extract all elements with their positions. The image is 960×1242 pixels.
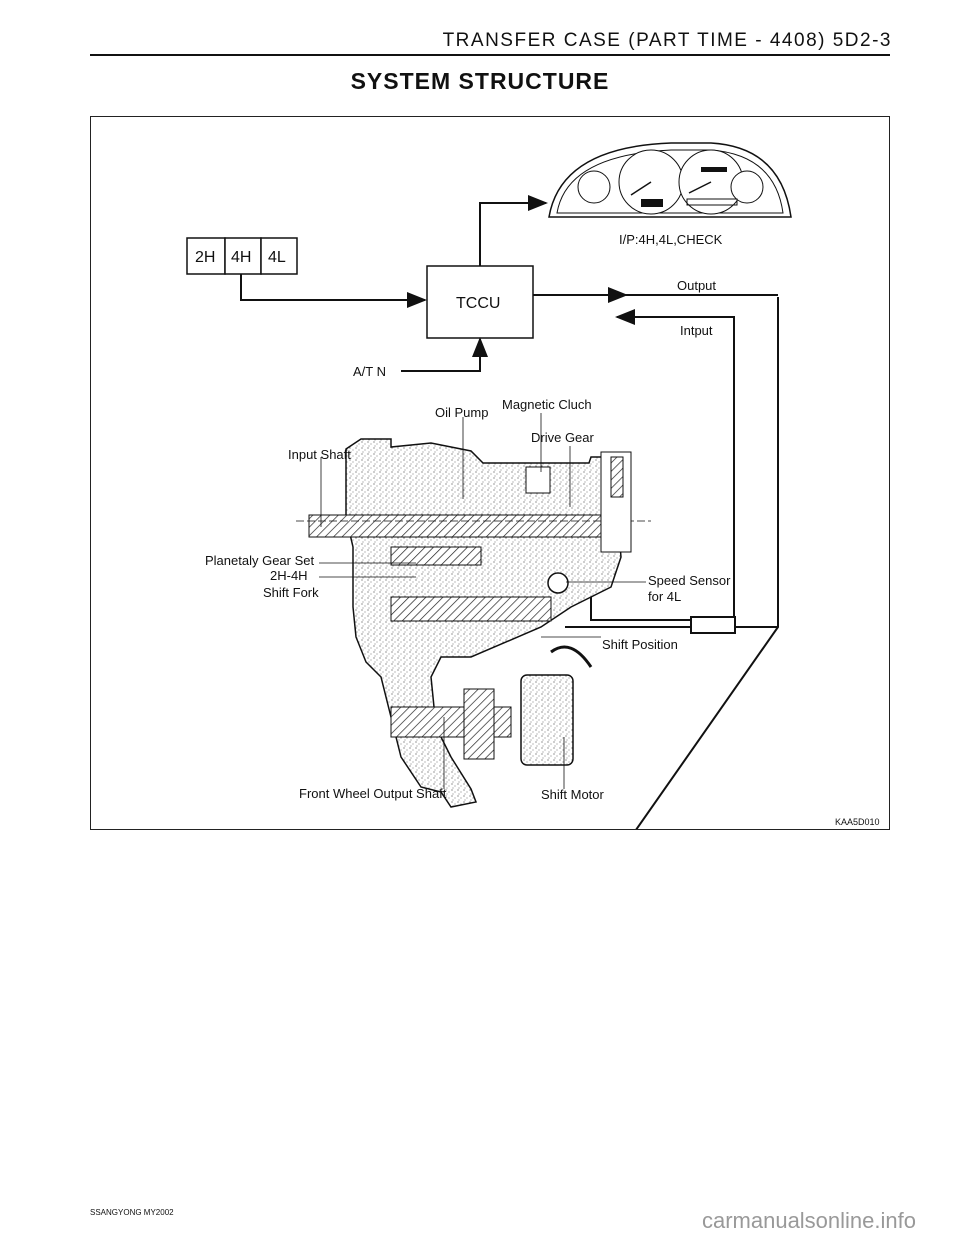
front-output-label: Front Wheel Output Shaft (299, 786, 447, 801)
atn-label: A/T N (353, 364, 386, 379)
drive-gear-label: Drive Gear (531, 430, 595, 445)
oil-pump-label: Oil Pump (435, 405, 488, 420)
page-title: SYSTEM STRUCTURE (350, 68, 610, 94)
tccu-label: TCCU (456, 295, 500, 312)
speed-sensor-label-2: for 4L (648, 589, 681, 604)
system-diagram: I/P:4H,4L,CHECK 2H 4H 4L TCCU Output Int… (186, 142, 880, 829)
shift-fork-label-2: Shift Fork (263, 585, 319, 600)
switch-4h: 4H (231, 249, 251, 266)
input-shaft-label: Input Shaft (288, 447, 351, 462)
magnetic-clutch-label: Magnetic Cluch (502, 397, 592, 412)
switch-4l: 4L (268, 249, 286, 266)
header-rule (90, 54, 890, 56)
input-label: Intput (680, 323, 713, 338)
figure-code: KAA5D010 (835, 817, 880, 827)
shift-fork-label-1: 2H-4H (270, 568, 308, 583)
output-label: Output (677, 278, 716, 293)
mode-switch: 2H 4H 4L (186, 237, 298, 275)
cluster-caption: I/P:4H,4L,CHECK (619, 232, 723, 247)
planetary-label: Planetaly Gear Set (205, 553, 315, 568)
watermark: carmanualsonline.info (701, 1208, 916, 1233)
leader-lines (319, 413, 646, 789)
switch-2h: 2H (195, 249, 215, 266)
wiring (240, 195, 779, 829)
shift-position-label: Shift Position (602, 637, 678, 652)
instrument-cluster (548, 142, 792, 218)
figure-frame: I/P:4H,4L,CHECK 2H 4H 4L TCCU Output Int… (90, 116, 890, 830)
shift-motor-label: Shift Motor (541, 787, 605, 802)
header-title: TRANSFER CASE (PART TIME - 4408) 5D2-3 (442, 30, 892, 51)
footer-label: SSANGYONG MY2002 (90, 1208, 174, 1217)
speed-sensor-label-1: Speed Sensor (648, 573, 731, 588)
transfer-case-section (296, 438, 651, 808)
